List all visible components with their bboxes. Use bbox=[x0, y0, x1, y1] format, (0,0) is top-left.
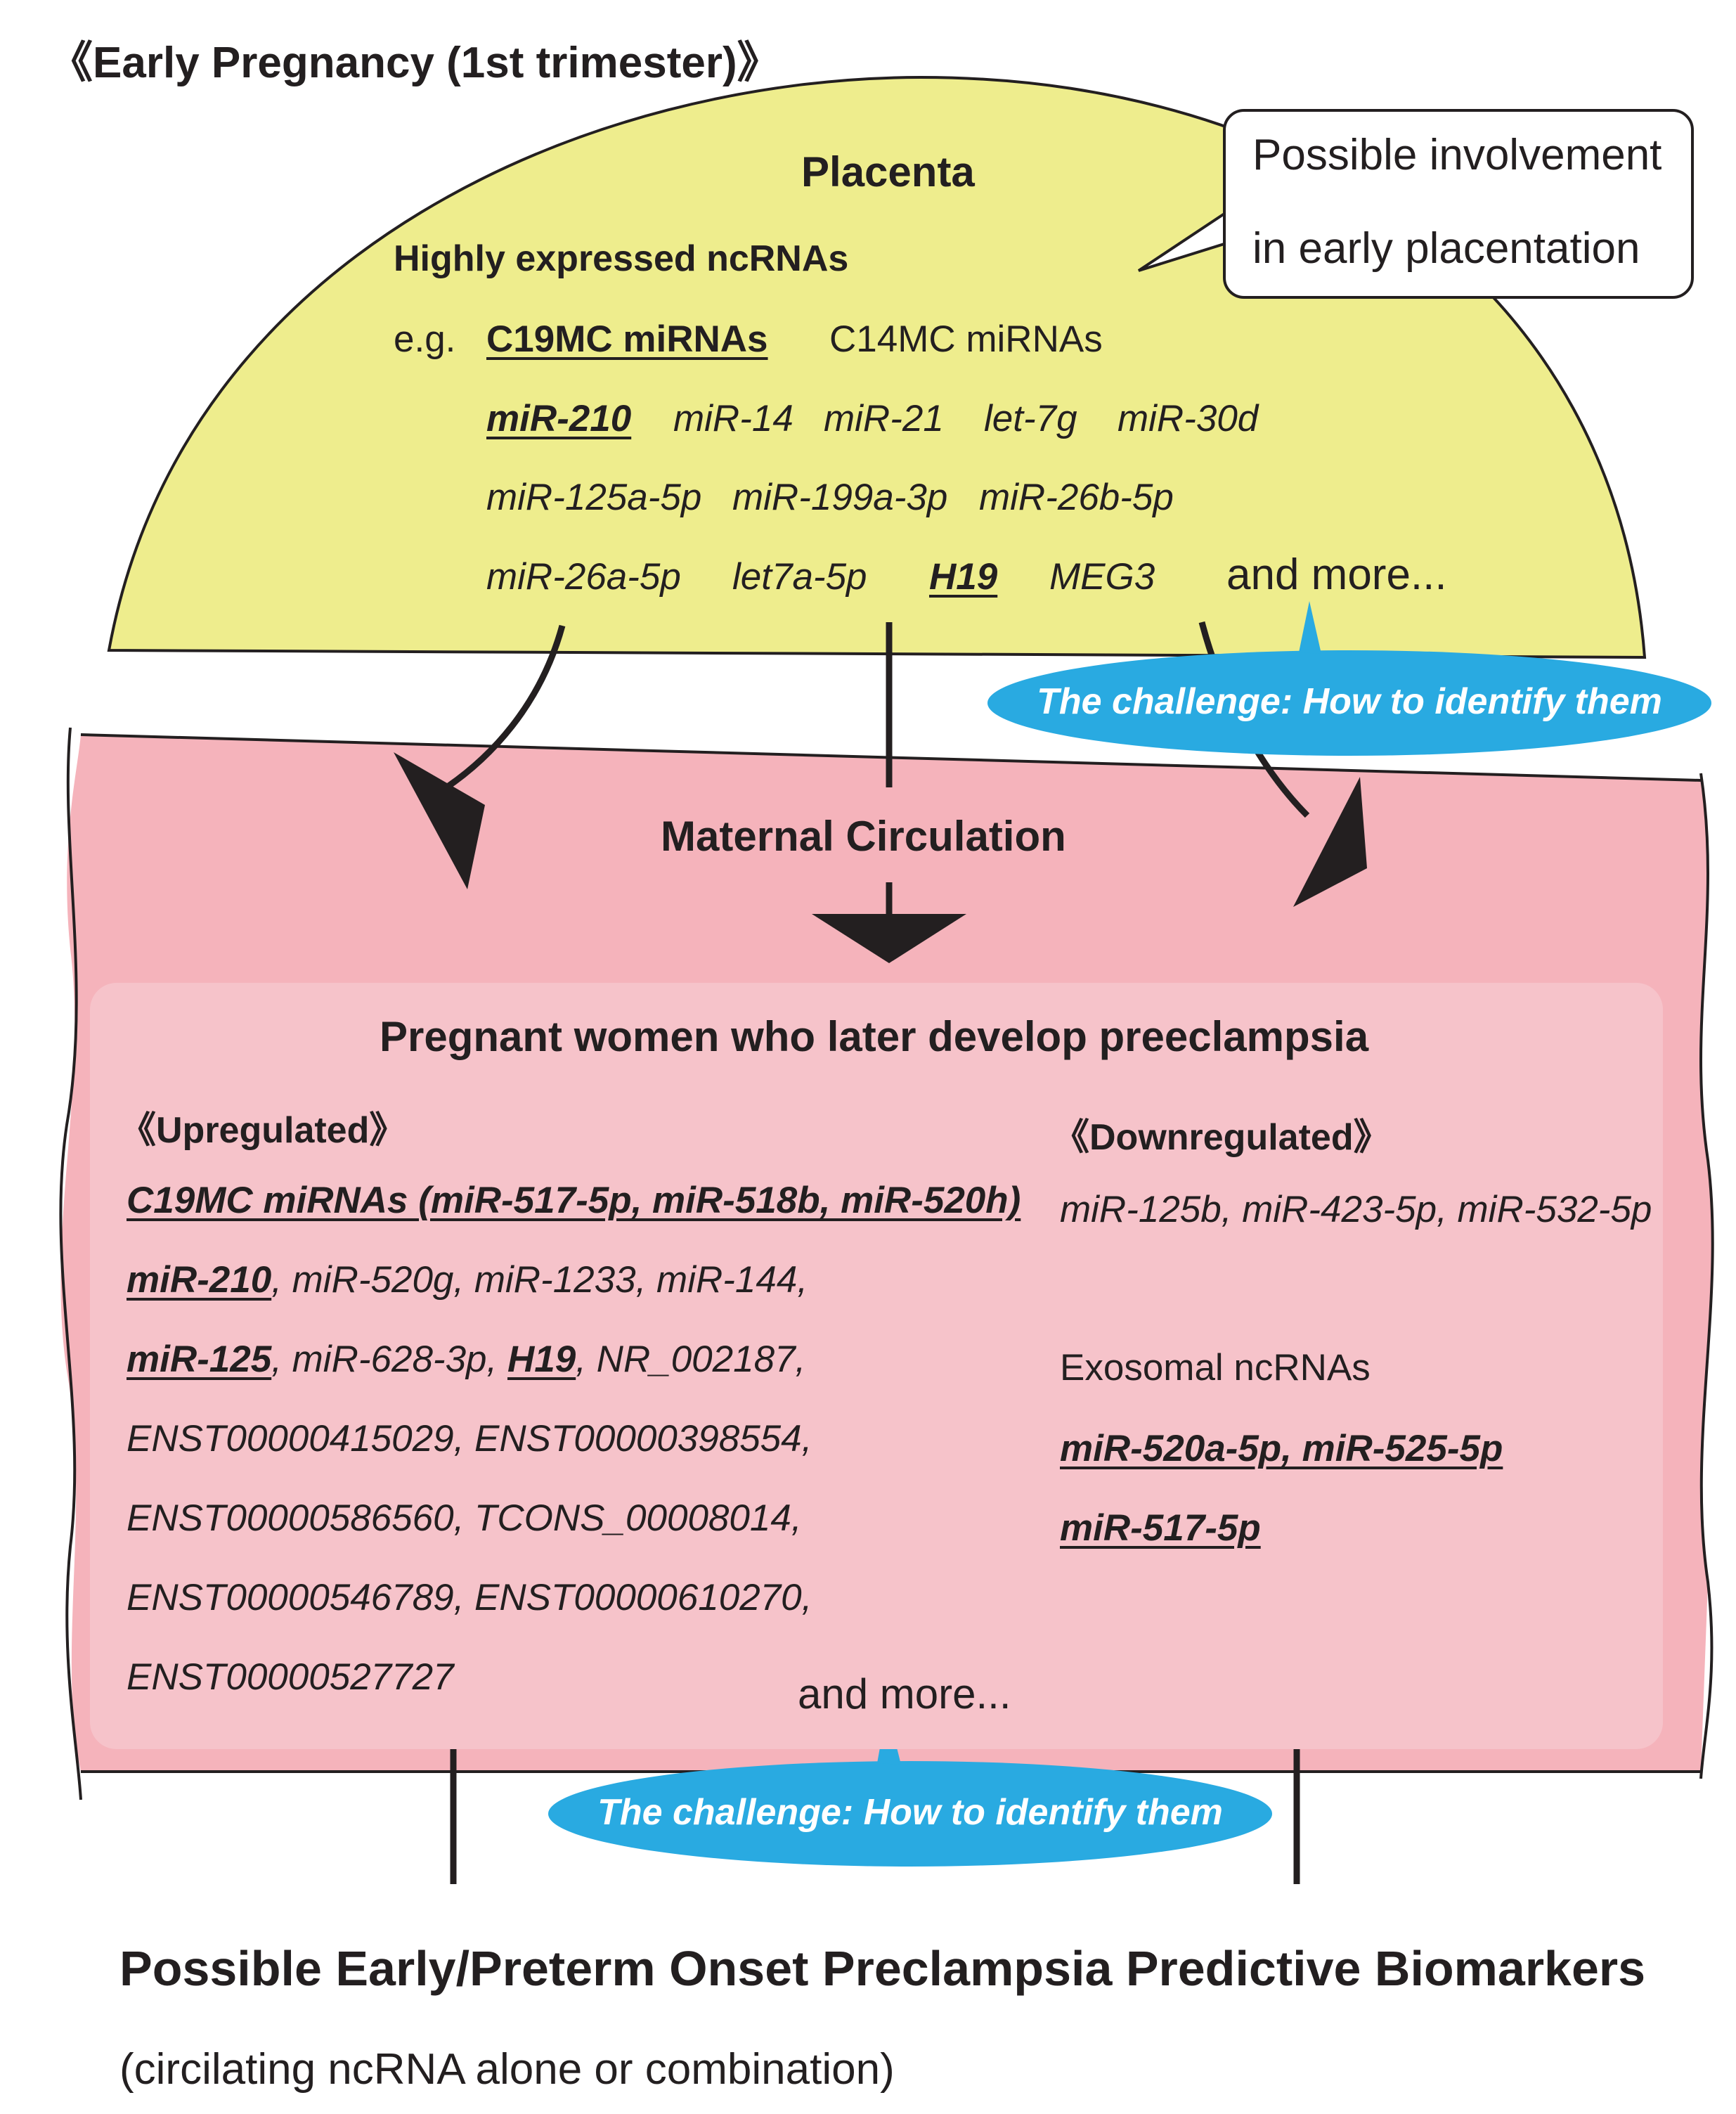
c19mc-label: C19MC miRNAs bbox=[486, 318, 768, 360]
placenta-mirna: miR-210 bbox=[486, 398, 632, 439]
placenta-mirna: let7a-5p bbox=[732, 556, 867, 598]
placenta-mirna: miR-199a-3p bbox=[732, 477, 948, 518]
placenta-mirna: let-7g bbox=[984, 398, 1077, 439]
challenge-label-bottom: The challenge: How to identify them bbox=[597, 1792, 1223, 1833]
mir-125-label: miR-125 bbox=[127, 1339, 272, 1380]
challenge-label-top: The challenge: How to identify them bbox=[1037, 681, 1662, 722]
challenge-ellipse-top bbox=[987, 650, 1711, 756]
placenta-and-more: and more... bbox=[1226, 550, 1447, 599]
callout-line-1: Possible involvement bbox=[1252, 131, 1662, 179]
placenta-title: Placenta bbox=[801, 148, 975, 195]
callout-box bbox=[1223, 109, 1694, 299]
upregulated-line-7: ENST00000527727 bbox=[127, 1656, 454, 1698]
placenta-mirna: miR-30d bbox=[1118, 398, 1259, 439]
circulation-title: Maternal Circulation bbox=[661, 813, 1066, 860]
footer-title: Possible Early/Preterm Onset Preclampsia… bbox=[119, 1941, 1646, 1996]
upregulated-line-4: ENST00000415029, ENST00000398554, bbox=[127, 1418, 812, 1459]
placenta-mirna: MEG3 bbox=[1049, 556, 1155, 598]
eg-label: e.g. bbox=[394, 318, 456, 360]
placenta-subtitle: Highly expressed ncRNAs bbox=[394, 238, 849, 279]
upregulated-line-2: miR-210, miR-520g, miR-1233, miR-144, bbox=[127, 1259, 808, 1301]
upregulated-line-5: ENST00000586560, TCONS_00008014, bbox=[127, 1497, 802, 1539]
placenta-mirna: miR-26b-5p bbox=[979, 477, 1174, 518]
placenta-h19: H19 bbox=[929, 556, 998, 598]
footer-subtitle: (circilating ncRNA alone or combination) bbox=[119, 2045, 895, 2094]
h19-label: H19 bbox=[507, 1339, 576, 1380]
placenta-mirna: miR-14 bbox=[673, 398, 793, 439]
page-title: 《Early Pregnancy (1st trimester)》 bbox=[49, 39, 781, 87]
placenta-mirna: miR-26a-5p bbox=[486, 556, 681, 598]
preeclampsia-title: Pregnant women who later develop preecla… bbox=[380, 1013, 1369, 1060]
c14mc-label: C14MC miRNAs bbox=[829, 318, 1103, 360]
preeclampsia-panel bbox=[90, 983, 1663, 1749]
downregulated-heading: 《Downregulated》 bbox=[1053, 1117, 1390, 1158]
mir-210-label: miR-210 bbox=[127, 1259, 272, 1301]
preeclampsia-and-more: and more... bbox=[798, 1670, 1011, 1717]
exosomal-line-2: miR-517-5p bbox=[1060, 1507, 1261, 1549]
exosomal-heading: Exosomal ncRNAs bbox=[1060, 1347, 1371, 1388]
exosomal-line-1: miR-520a-5p, miR-525-5p bbox=[1060, 1428, 1503, 1469]
upregulated-line-6: ENST00000546789, ENST00000610270, bbox=[127, 1577, 812, 1618]
placenta-mirna: miR-21 bbox=[824, 398, 944, 439]
callout-line-2: in early placentation bbox=[1252, 224, 1640, 273]
upregulated-heading: 《Upregulated》 bbox=[119, 1110, 406, 1151]
placenta-mirna: miR-125a-5p bbox=[486, 477, 702, 518]
upregulated-line-1: C19MC miRNAs (miR-517-5p, miR-518b, miR-… bbox=[127, 1180, 1021, 1221]
upregulated-line-3: miR-125, miR-628-3p, H19, NR_002187, bbox=[127, 1339, 806, 1380]
downregulated-line-1: miR-125b, miR-423-5p, miR-532-5p bbox=[1060, 1189, 1652, 1230]
challenge-ellipse-bottom bbox=[548, 1761, 1272, 1867]
